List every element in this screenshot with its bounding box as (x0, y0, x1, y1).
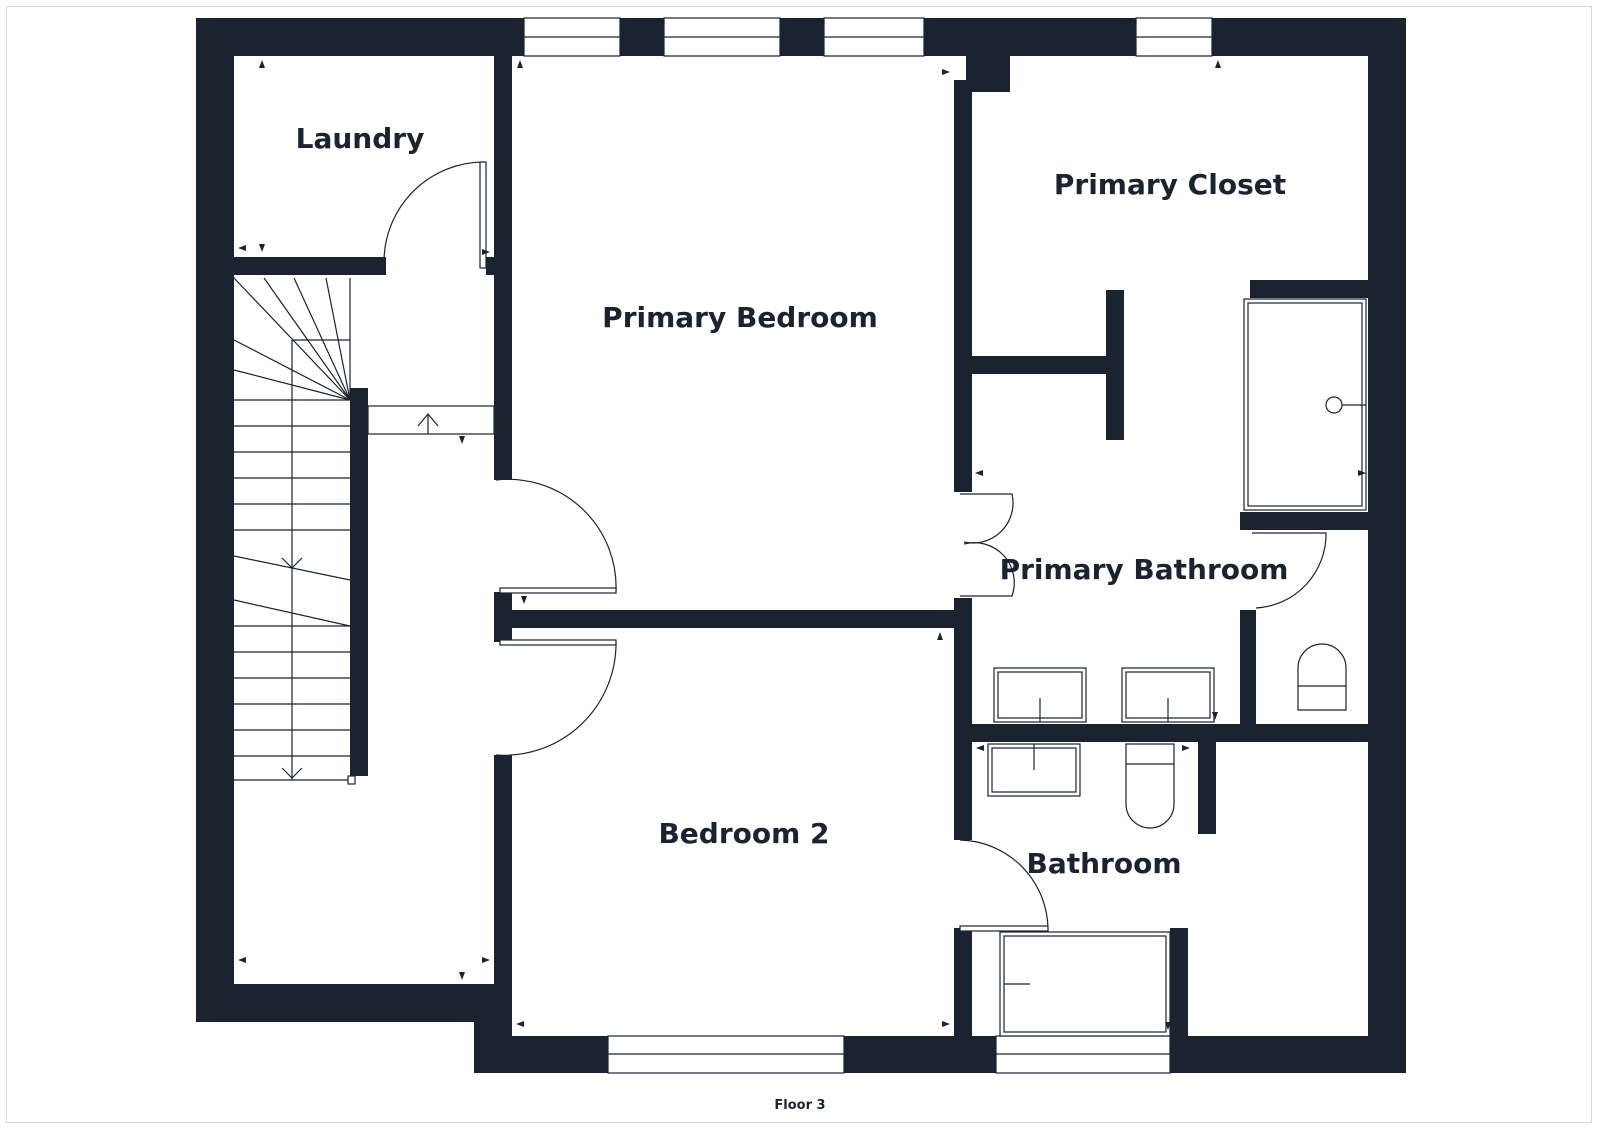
label-primary-closet: Primary Closet (1054, 168, 1286, 201)
fixtures (987, 298, 1367, 1037)
wall-bedroom2-west (494, 755, 512, 1036)
door-laundry (383, 161, 485, 263)
wall-east (1368, 18, 1406, 1073)
door-wc (1252, 532, 1327, 609)
wall-bathroom-east-lower (1170, 928, 1188, 1036)
measure-marks (238, 60, 1366, 1030)
wall-south-seg-1 (474, 1036, 608, 1073)
wall-corner-nub (966, 56, 1010, 92)
doors (383, 161, 1327, 932)
wall-bedroom-divider (512, 610, 956, 628)
staircase (233, 277, 495, 785)
wall-bathroom-stub (1198, 742, 1216, 834)
wall-west (196, 18, 234, 1021)
wall-south-left (196, 984, 510, 1022)
interior-walls (234, 56, 1368, 1036)
wall-laundry-south (234, 257, 386, 275)
door-bathroom (959, 839, 1049, 931)
room-labels: Laundry Primary Bedroom Primary Closet P… (296, 122, 1289, 880)
wall-south-seg-3 (1170, 1036, 1406, 1073)
wall-bedroom-west-mid (494, 592, 512, 642)
wall-bathroom-divider (972, 724, 1368, 742)
floor-caption: Floor 3 (774, 1098, 825, 1113)
wall-north-pier-2 (780, 18, 824, 56)
wall-shower-top (1250, 280, 1368, 298)
label-bathroom: Bathroom (1026, 847, 1181, 880)
label-bedroom-2: Bedroom 2 (658, 817, 829, 850)
wall-bedroom-east-lower (954, 598, 972, 840)
wall-closet-divider (972, 356, 1106, 374)
label-laundry: Laundry (296, 122, 425, 155)
wall-wc-west (1240, 610, 1256, 726)
door-primary-bedroom (495, 478, 617, 593)
toilet-primary (1297, 643, 1347, 711)
page-frame (6, 6, 1592, 1123)
door-bedroom-2 (495, 641, 617, 756)
wall-shower-bottom (1240, 512, 1368, 530)
label-primary-bathroom: Primary Bathroom (1000, 553, 1289, 586)
wall-south-seg-2 (844, 1036, 996, 1073)
label-primary-bedroom: Primary Bedroom (602, 301, 878, 334)
wall-stair-rail (350, 388, 368, 776)
wall-north-left (196, 18, 524, 56)
toilet-bathroom (1125, 743, 1175, 829)
wall-bedroom-west-upper (494, 56, 512, 480)
door-primary-bathroom-a (960, 493, 1014, 544)
windows (523, 17, 1213, 1074)
wall-north-mid (924, 18, 1136, 56)
wall-bedroom2-east-lower (954, 928, 972, 1036)
wall-bedroom-east-upper (954, 80, 972, 492)
wall-closet-stub (1106, 290, 1124, 440)
wall-north-pier-1 (620, 18, 664, 56)
exterior-walls (196, 18, 1406, 1073)
